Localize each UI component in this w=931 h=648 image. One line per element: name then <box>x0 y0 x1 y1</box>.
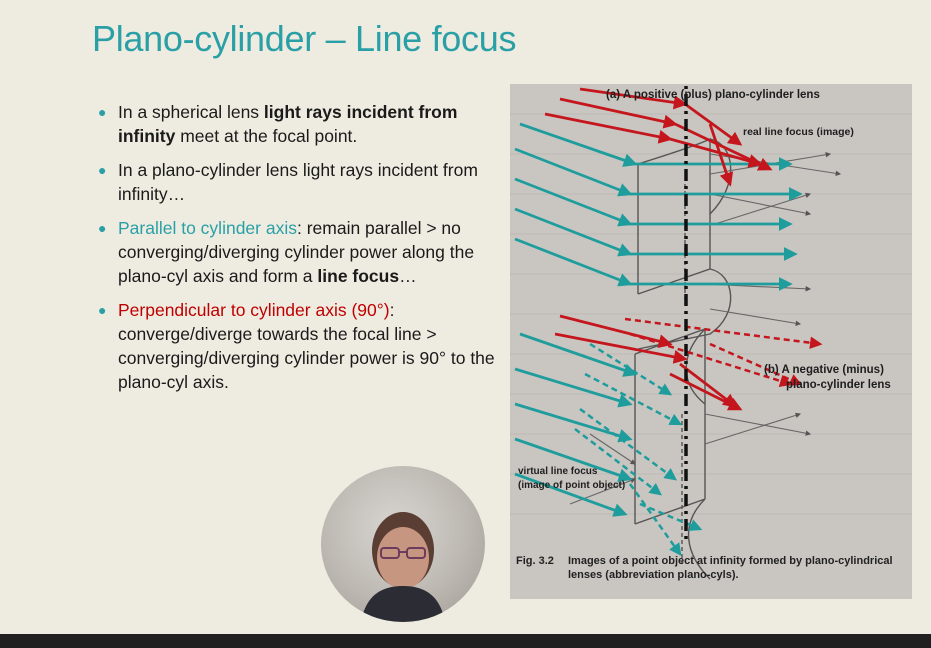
bullet-item: ● Perpendicular to cylinder axis (90°): … <box>98 300 495 392</box>
bullet-dot-icon: ● <box>98 162 107 178</box>
bottom-bar <box>0 634 931 648</box>
label-virtual-line-focus-1: virtual line focus <box>518 466 598 477</box>
label-negative-lens-2: plano-cylinder lens <box>786 379 891 391</box>
lens-diagram: (a) A positive (plus) plano-cylinder len… <box>510 84 912 599</box>
label-positive-lens: (a) A positive (plus) plano-cylinder len… <box>606 89 820 101</box>
teal-lower-rays <box>514 332 638 517</box>
label-negative-lens-1: (b) A negative (minus) <box>764 364 884 376</box>
bullet-item: ● In a spherical lens light rays inciden… <box>98 102 458 146</box>
red-converging-rays <box>544 87 773 187</box>
red-dashed-rays <box>624 317 823 387</box>
label-virtual-line-focus-2: (image of point object) <box>518 480 626 491</box>
slide: Plano-cylinder – Line focus ● In a spher… <box>0 0 931 634</box>
label-real-line-focus: real line focus (image) <box>743 126 854 138</box>
lens-diagram-graphic <box>510 84 912 580</box>
bullet-item: ● Parallel to cylinder axis: remain para… <box>98 218 475 286</box>
bullet-dot-icon: ● <box>98 104 107 120</box>
presenter-webcam <box>321 466 485 622</box>
caption-number: Fig. 3.2 <box>516 555 554 567</box>
presenter-icon <box>361 512 445 622</box>
teal-parallel-rays <box>514 122 803 291</box>
bullet-item: ● In a plano-cylinder lens light rays in… <box>98 160 478 204</box>
red-diverging-rays <box>554 314 743 411</box>
slide-title: Plano-cylinder – Line focus <box>92 18 517 59</box>
bullet-dot-icon: ● <box>98 302 107 318</box>
teal-dashed-rays <box>574 342 703 557</box>
caption-text: Images of a point object at infinity for… <box>568 555 893 581</box>
bullet-dot-icon: ● <box>98 220 107 236</box>
bullet-list: ● In a spherical lens light rays inciden… <box>96 100 496 404</box>
